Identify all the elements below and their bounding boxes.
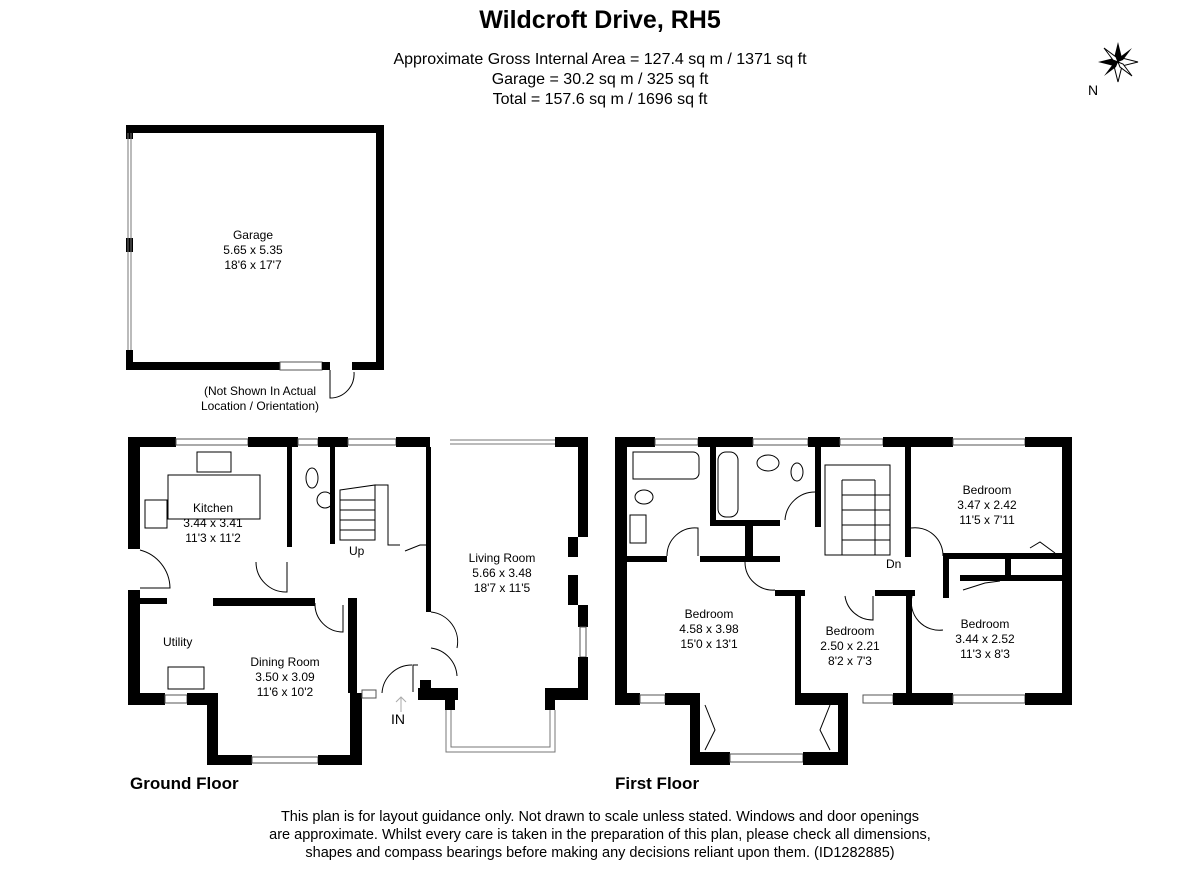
compass-rose-icon bbox=[1098, 42, 1139, 83]
garage-plan bbox=[126, 125, 384, 399]
disclaimer: This plan is for layout guidance only. N… bbox=[269, 809, 931, 861]
bedroom-2-label: Bedroom 2.50 x 2.21 8'2 x 7'3 bbox=[820, 624, 880, 668]
ground-floor-label: Ground Floor bbox=[130, 774, 239, 793]
garage-label: Garage 5.65 x 5.35 18'6 x 17'7 bbox=[223, 228, 282, 273]
entrance-label: IN bbox=[391, 711, 405, 727]
living-room-label: Living Room 5.66 x 3.48 18'7 x 11'5 bbox=[468, 551, 536, 595]
bedroom-4-label: Bedroom 3.44 x 2.52 11'3 x 8'3 bbox=[955, 617, 1015, 661]
plan-title: Wildcroft Drive, RH5 bbox=[479, 6, 721, 34]
garage-area: Garage = 30.2 sq m / 325 sq ft bbox=[491, 71, 709, 88]
compass-north-label: N bbox=[1088, 82, 1099, 98]
first-floor-label: First Floor bbox=[615, 774, 700, 793]
total-area: Total = 157.6 sq m / 1696 sq ft bbox=[492, 91, 708, 108]
area-summary: Approximate Gross Internal Area = 127.4 … bbox=[0, 50, 1200, 110]
garage-location-note: (Not Shown In Actual Location / Orientat… bbox=[200, 384, 320, 413]
room-name: Garage bbox=[232, 228, 274, 242]
kitchen-label: Kitchen 3.44 x 3.41 11'3 x 11'2 bbox=[183, 501, 243, 545]
stairs-up-label: Up bbox=[349, 544, 365, 558]
bedroom-1-label: Bedroom 4.58 x 3.98 15'0 x 13'1 bbox=[679, 607, 739, 651]
room-imperial: 18'6 x 17'7 bbox=[224, 258, 282, 272]
gross-internal-area: Approximate Gross Internal Area = 127.4 … bbox=[393, 51, 807, 68]
room-metric: 5.65 x 5.35 bbox=[223, 243, 283, 257]
dining-room-label: Dining Room 3.50 x 3.09 11'6 x 10'2 bbox=[250, 655, 320, 699]
first-floor-plan bbox=[615, 437, 1072, 765]
utility-label: Utility bbox=[163, 635, 193, 649]
bedroom-3-label: Bedroom 3.47 x 2.42 11'5 x 7'11 bbox=[957, 483, 1017, 527]
stairs-down-label: Dn bbox=[886, 557, 902, 571]
ground-floor-plan bbox=[128, 437, 588, 765]
